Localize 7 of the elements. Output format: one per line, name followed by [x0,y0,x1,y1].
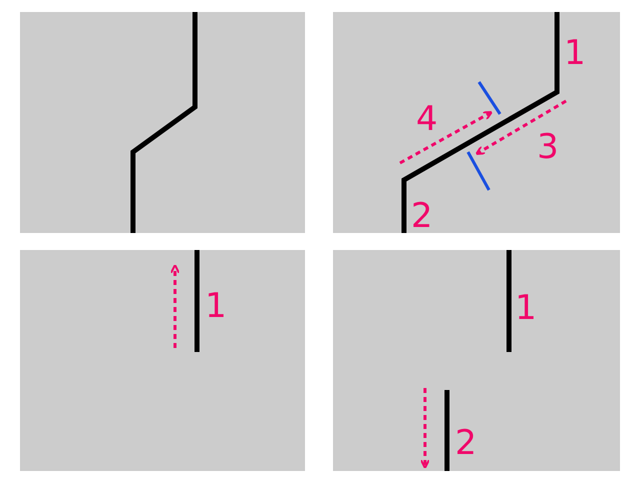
callout-number: 3 [537,130,559,164]
callout-number: 2 [411,199,433,233]
callout-number: 2 [455,426,477,460]
callout-number: 1 [205,289,227,323]
callout-number: 4 [416,102,438,136]
callout-number: 1 [515,291,537,325]
callout-number: 1 [564,36,586,70]
